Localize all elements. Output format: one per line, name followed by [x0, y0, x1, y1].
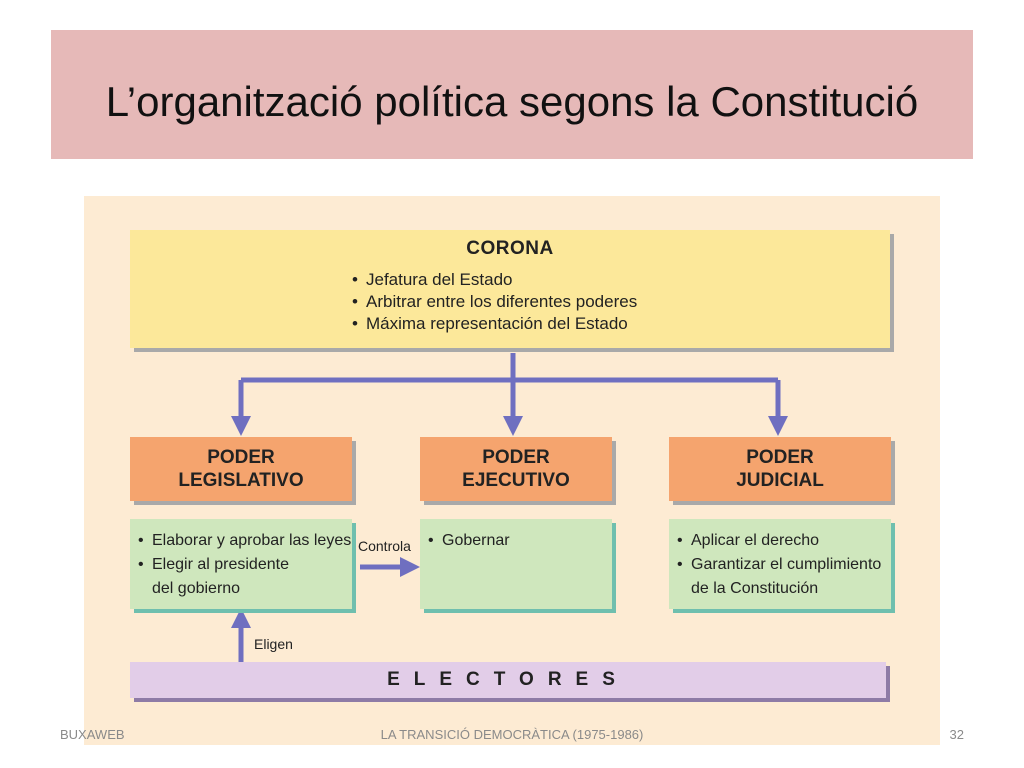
ejecutivo-functions-box: •Gobernar: [420, 519, 612, 609]
list-item: •Arbitrar entre los diferentes poderes: [352, 292, 638, 311]
judicial-functions-box: •Aplicar el derecho •Garantizar el cumpl…: [669, 519, 891, 609]
list-item: •Máxima representación del Estado: [352, 314, 628, 333]
legislativo-functions-list: •Elaborar y aprobar las leyes •Elegir al…: [138, 529, 351, 601]
list-item: •Aplicar el derecho: [677, 532, 820, 549]
slide-title: L’organització política segons la Consti…: [105, 78, 919, 125]
list-item: •Jefatura del Estado: [352, 270, 513, 289]
poder-legislativo-label-1: PODER: [207, 447, 275, 468]
corona-list: •Jefatura del Estado •Arbitrar entre los…: [352, 269, 637, 335]
electores-label: ELECTORES: [387, 669, 629, 690]
footer-center: LA TRANSICIÓ DEMOCRÀTICA (1975-1986): [380, 727, 644, 742]
connector-arrows: [231, 353, 788, 662]
controla-label: Controla: [358, 538, 411, 554]
poder-ejecutivo-label-1: PODER: [482, 447, 550, 468]
electores-box: ELECTORES: [130, 662, 886, 698]
poder-judicial-label-2: JUDICIAL: [736, 470, 824, 491]
corona-box: CORONA •Jefatura del Estado •Arbitrar en…: [130, 230, 890, 348]
diagram-panel: CORONA •Jefatura del Estado •Arbitrar en…: [84, 196, 940, 745]
poder-judicial-label-1: PODER: [746, 447, 814, 468]
list-item: de la Constitución: [691, 580, 819, 597]
ejecutivo-functions-list: •Gobernar: [428, 529, 510, 553]
list-item: •Gobernar: [428, 532, 510, 549]
poder-ejecutivo-label-2: EJECUTIVO: [462, 470, 570, 491]
legislativo-functions-box: •Elaborar y aprobar las leyes •Elegir al…: [130, 519, 352, 609]
slide-number: 32: [949, 727, 964, 742]
poder-legislativo-label-2: LEGISLATIVO: [178, 470, 304, 491]
list-item: •Elegir al presidente: [138, 556, 289, 573]
corona-title: CORONA: [466, 238, 554, 259]
list-item: •Garantizar el cumplimiento: [677, 556, 882, 573]
list-item: •Elaborar y aprobar las leyes: [138, 532, 352, 549]
footer-left: BUXAWEB: [60, 727, 125, 742]
title-banner: L’organització política segons la Consti…: [51, 30, 973, 159]
judicial-functions-list: •Aplicar el derecho •Garantizar el cumpl…: [677, 529, 881, 601]
list-item: del gobierno: [152, 580, 241, 597]
eligen-label: Eligen: [254, 636, 293, 652]
